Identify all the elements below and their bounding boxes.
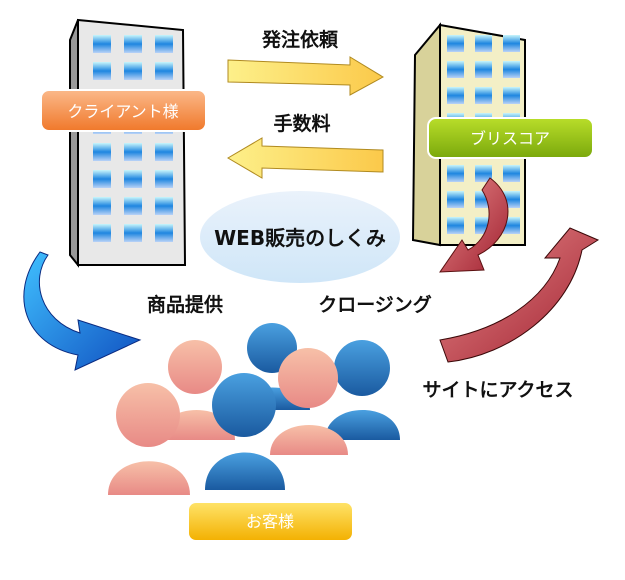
closing-label: クロージング: [318, 293, 432, 316]
fee-label: 手数料: [273, 112, 330, 135]
closing-arrow: [439, 177, 509, 273]
access-arrow: [439, 227, 600, 363]
window: [124, 170, 142, 188]
window: [475, 35, 492, 52]
access-label: サイトにアクセス: [422, 379, 573, 401]
window: [447, 217, 464, 234]
product-arrow: [23, 251, 142, 371]
window: [124, 62, 142, 80]
client-tag: クライアント様: [40, 89, 207, 132]
window: [93, 197, 111, 215]
window: [475, 61, 492, 78]
svg-text:クライアント様: クライアント様: [67, 102, 178, 121]
svg-text:ブリスコア: ブリスコア: [470, 129, 550, 148]
diagram-title: WEB販売のしくみ: [214, 226, 386, 250]
window: [155, 197, 173, 215]
window: [475, 87, 492, 104]
order-arrow: [227, 56, 385, 96]
fee-arrow: [227, 137, 384, 179]
window: [155, 35, 173, 53]
customers-illustration: [108, 323, 400, 495]
client-building: [69, 18, 187, 268]
product-label: 商品提供: [147, 293, 223, 316]
window: [155, 143, 173, 161]
window: [93, 224, 111, 242]
window: [155, 224, 173, 242]
window: [124, 197, 142, 215]
window: [503, 87, 520, 104]
window: [93, 62, 111, 80]
company-tag: ブリスコア: [427, 117, 594, 159]
svg-text:お客様: お客様: [246, 512, 294, 531]
window: [124, 35, 142, 53]
window: [93, 143, 111, 161]
window: [93, 170, 111, 188]
customer-tag: お客様: [187, 501, 354, 542]
window: [447, 87, 464, 104]
window: [93, 35, 111, 53]
window: [475, 165, 492, 182]
window: [503, 165, 520, 182]
order-label: 発注依頼: [261, 28, 339, 51]
window: [447, 165, 464, 182]
title-ellipse: [200, 191, 400, 283]
window: [447, 35, 464, 52]
window: [124, 143, 142, 161]
window: [155, 62, 173, 80]
window: [447, 61, 464, 78]
window: [155, 170, 173, 188]
window: [503, 35, 520, 52]
window: [124, 224, 142, 242]
window: [447, 191, 464, 208]
window: [503, 61, 520, 78]
